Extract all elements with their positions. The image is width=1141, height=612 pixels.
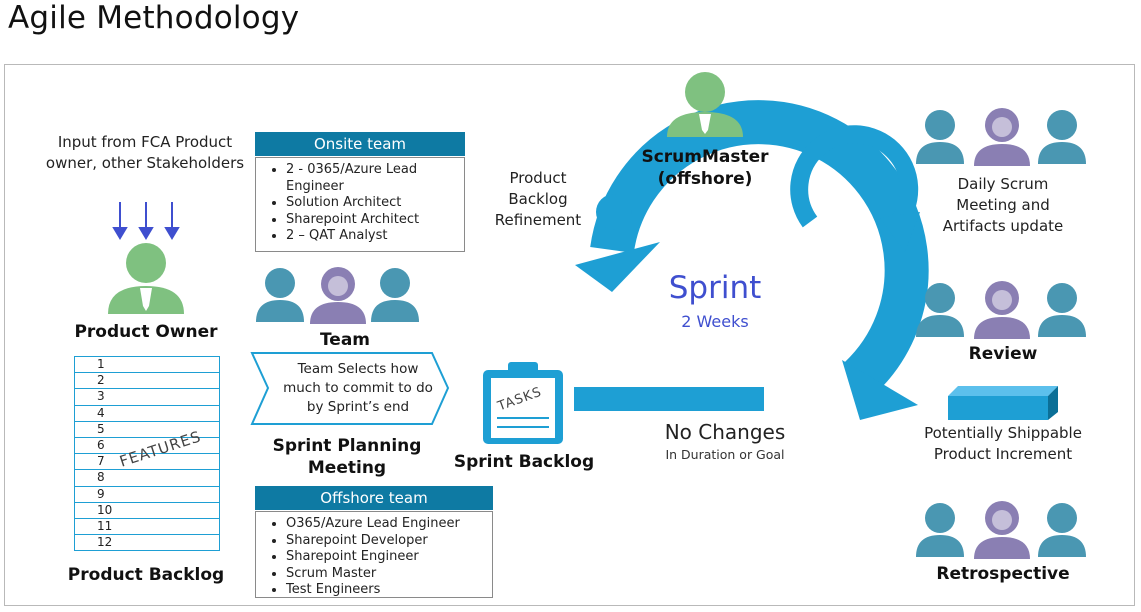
retrospective-label: Retrospective — [936, 564, 1070, 584]
input-text: Input from FCA Product owner, other Stak… — [45, 133, 245, 172]
scrum-master-person-icon — [667, 72, 743, 137]
list-item: 11 — [75, 519, 219, 536]
retrospective-group-icon — [916, 501, 1086, 559]
daily-scrum-group-icon — [916, 108, 1086, 166]
product-owner-person-icon — [108, 243, 184, 314]
list-item: 8 — [75, 470, 219, 487]
increment-box-icon — [948, 386, 1058, 420]
list-item: 3 — [75, 389, 219, 406]
refinement-ball — [596, 194, 632, 230]
sprint-title: Sprint — [668, 270, 762, 306]
list-item: Sharepoint Developer — [286, 533, 488, 550]
list-item: Sharepoint Architect — [286, 212, 460, 229]
list-item: 9 — [75, 487, 219, 503]
sprint-duration: 2 Weeks — [681, 312, 749, 331]
review-label: Review — [968, 344, 1038, 364]
team-label: Team — [319, 330, 371, 350]
daily-scrum-label: Daily Scrum Meeting and Artifacts update — [942, 175, 1064, 235]
list-item: Sharepoint Engineer — [286, 549, 488, 566]
sprint-backlog-label: Sprint Backlog — [453, 452, 595, 472]
offshore-team-header: Offshore team — [255, 486, 493, 510]
sprint-planning-label: Sprint Planning Meeting — [272, 436, 422, 478]
refinement-label: Product Backlog Refinement — [494, 169, 582, 229]
offshore-team-box: O365/Azure Lead Engineer Sharepoint Deve… — [255, 511, 493, 598]
list-item: 2 – QAT Analyst — [286, 228, 460, 245]
team-selects-chevron — [250, 352, 450, 425]
onsite-team-header: Onsite team — [255, 132, 465, 156]
list-item: Solution Architect — [286, 195, 460, 212]
sprint-cycle-arrowhead — [575, 242, 660, 292]
clipboard-icon — [483, 362, 563, 444]
product-owner-label: Product Owner — [74, 322, 218, 342]
list-item: 6 — [75, 438, 219, 455]
no-changes-sub: In Duration or Goal — [665, 447, 785, 462]
list-item: 10 — [75, 503, 219, 519]
onsite-team-box: 2 - 0365/Azure Lead Engineer Solution Ar… — [255, 157, 465, 252]
daily-scrum-loop — [790, 125, 919, 231]
diagram-frame — [4, 64, 1135, 606]
increment-arrowhead — [842, 360, 918, 420]
scrum-master-label: ScrumMaster (offshore) — [641, 147, 769, 189]
product-backlog-label: Product Backlog — [67, 565, 225, 585]
list-item: Scrum Master — [286, 566, 488, 583]
list-item: Test Engineers — [286, 582, 488, 599]
daily-scrum-arrowhead — [880, 212, 920, 252]
list-item: 2 — [75, 373, 219, 390]
list-item: O365/Azure Lead Engineer — [286, 516, 488, 533]
no-changes-title: No Changes — [664, 420, 786, 444]
increment-label: Potentially Shippable Product Increment — [924, 424, 1082, 463]
backlog-to-sprint-arrow — [574, 387, 764, 411]
product-backlog-list: 1 2 3 4 5 6 7 8 9 10 11 12 — [74, 356, 220, 552]
input-arrows — [112, 202, 180, 240]
list-item: 5 — [75, 422, 219, 438]
page-title: Agile Methodology — [8, 0, 300, 36]
review-group-icon — [916, 281, 1086, 339]
list-item: 1 — [75, 357, 219, 374]
team-selects-text: Team Selects how much to commit to do by… — [283, 361, 433, 415]
list-item: 2 - 0365/Azure Lead Engineer — [286, 162, 460, 195]
list-item: 12 — [75, 535, 219, 552]
list-item: 7 — [75, 454, 219, 471]
list-item: 4 — [75, 406, 219, 422]
team-group-icon — [256, 267, 419, 324]
